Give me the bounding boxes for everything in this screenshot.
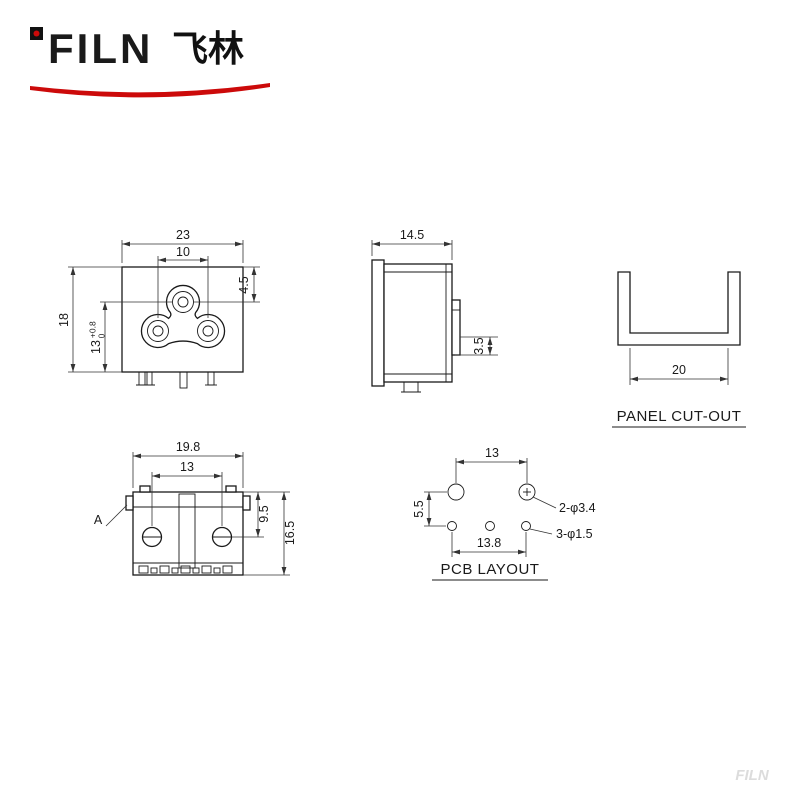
pcb-pin-hole-right (521, 521, 531, 531)
pcb-layout-title: PCB LAYOUT (441, 561, 540, 578)
dim-front-mid-tolerance: 13+0.80 (88, 321, 107, 354)
dim-pcb-hole-span: 13 (485, 446, 499, 460)
dim-pcb-row-gap: 5.5 (412, 500, 426, 517)
pcb-pin-hole-center (485, 521, 495, 531)
dim-front-height: 18 (57, 313, 71, 327)
dim-pcb-pin-span: 13.8 (477, 536, 501, 550)
watermark-text: FILN (735, 767, 769, 784)
dim-bottom-screw-span: 13 (180, 460, 194, 474)
logo-dot-icon (33, 30, 40, 37)
dim-panel-width: 20 (672, 363, 686, 377)
callout-mount-holes: 2-φ3.4 (559, 501, 596, 515)
dim-side-depth: 14.5 (400, 228, 424, 242)
panel-cutout-dimensions: 20 (629, 348, 729, 385)
pcb-pin-hole-left (447, 521, 457, 531)
section-label-a: A (94, 513, 103, 527)
dim-bottom-width: 19.8 (176, 440, 200, 454)
dim-front-width: 23 (176, 228, 190, 242)
bottom-view: 19.8 13 9.5 16.5 A (94, 440, 297, 576)
side-view: 14.5 3.5 (371, 228, 498, 393)
panel-cutout-title: PANEL CUT-OUT (617, 408, 742, 425)
bottom-view-outline (125, 485, 251, 576)
bottom-view-dimensions: 19.8 13 9.5 16.5 A (94, 440, 297, 576)
pcb-mount-hole-right (518, 483, 536, 501)
dim-front-pin-span: 10 (176, 245, 190, 259)
brand-logo-chinese: 飞林 (172, 28, 244, 69)
dim-side-tab: 3.5 (472, 337, 486, 354)
pcb-layout-holes (447, 483, 536, 531)
front-view-outline (121, 266, 244, 389)
panel-cutout-outline (617, 271, 741, 346)
dim-bottom-screw-top: 9.5 (257, 505, 271, 522)
front-view-dimensions: 23 10 4.5 13+0.80 18 (57, 228, 260, 373)
callout-pin-holes: 3-φ1.5 (556, 527, 593, 541)
pcb-layout-view: 13 5.5 13.8 2-φ3.4 3-φ1.5 PCB LAYOUT (412, 446, 596, 581)
brand-logo: FILN 飞林 (30, 25, 270, 98)
logo-swoosh (30, 83, 270, 98)
brand-logo-text: FILN (48, 25, 153, 72)
front-view: 23 10 4.5 13+0.80 18 (57, 228, 260, 389)
pcb-mount-hole-left (447, 483, 465, 501)
dim-front-pin-top: 4.5 (237, 276, 251, 293)
side-view-outline (371, 259, 461, 393)
pcb-layout-dimensions: 13 5.5 13.8 2-φ3.4 3-φ1.5 (412, 446, 596, 557)
panel-cutout-view: 20 PANEL CUT-OUT (612, 271, 746, 428)
side-view-dimensions: 14.5 3.5 (371, 228, 498, 356)
dim-bottom-height: 16.5 (283, 521, 297, 545)
